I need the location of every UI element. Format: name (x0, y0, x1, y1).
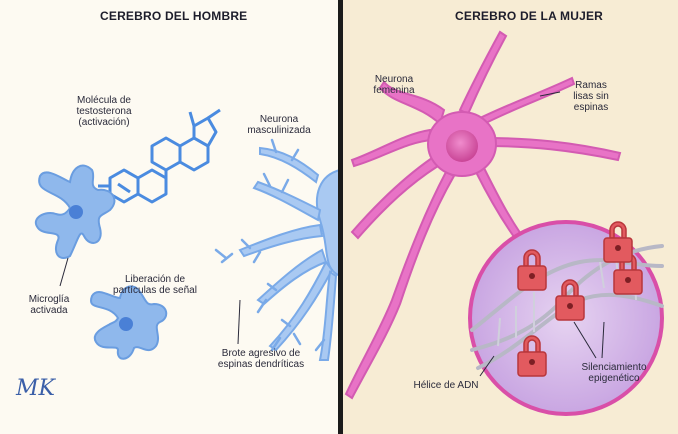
spine-sprouting-label: Brote agresivo de espinas dendríticas (202, 348, 320, 370)
artist-signature: MK (16, 376, 55, 401)
testosterone-label: Molécula de testosterona (activación) (64, 95, 144, 128)
signal-release-label: Liberación de partículas de señal (100, 274, 210, 296)
center-divider (338, 0, 343, 434)
microglia-label: Microglía activada (14, 294, 84, 316)
masculinized-neuron (240, 148, 340, 360)
female-neuron-label: Neurona femenina (358, 74, 430, 96)
female-brain-title: CEREBRO DE LA MUJER (455, 9, 603, 23)
dna-inset (470, 222, 662, 414)
dna-helix-label: Hélice de ADN (404, 380, 488, 391)
smooth-branches-label: Ramas lisas sin espinas (560, 80, 622, 113)
female-neuron-nucleus (446, 130, 478, 162)
microglia-cell-1 (36, 166, 115, 258)
male-brain-title: CEREBRO DEL HOMBRE (100, 9, 247, 23)
microglia-cell-2 (91, 286, 166, 358)
epigenetic-silencing-label: Silenciamiento epigenético (568, 362, 660, 384)
masculinized-neuron-label: Neurona masculinizada (234, 114, 324, 136)
